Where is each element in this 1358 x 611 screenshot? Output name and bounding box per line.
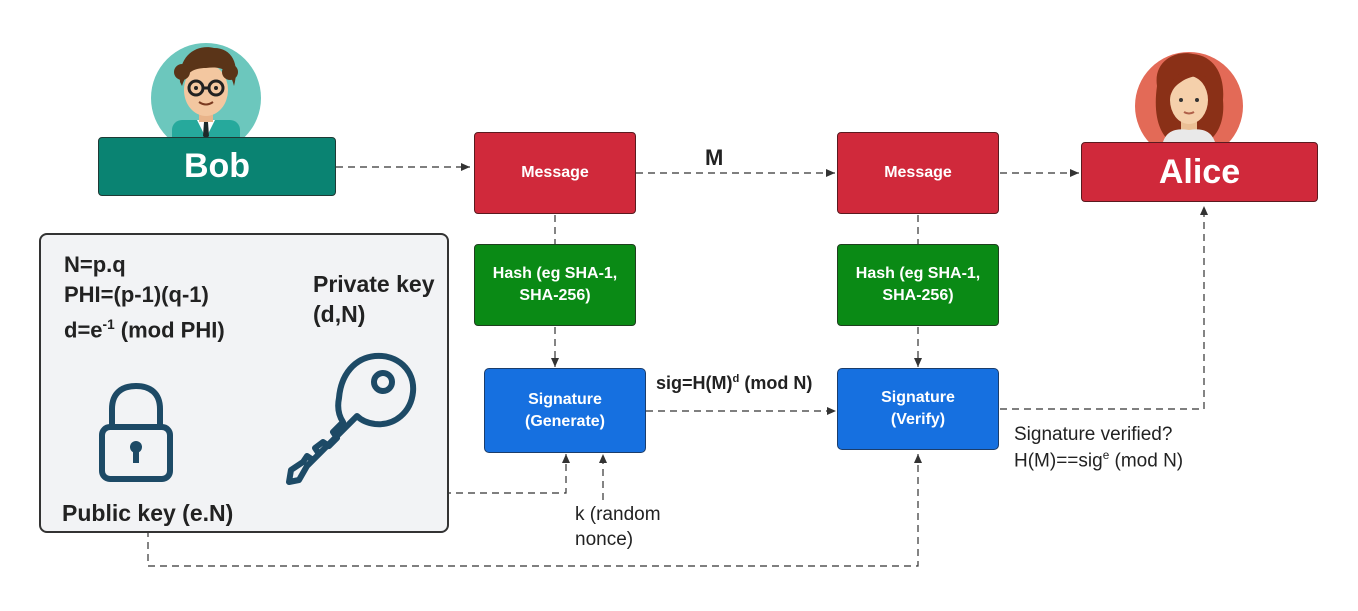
message-send-label: Message	[521, 164, 589, 181]
verify-formula-exp: e	[1102, 449, 1110, 462]
hash-send-node: Hash (eg SHA-1, SHA-256)	[474, 244, 636, 326]
bob-avatar-icon	[151, 43, 261, 137]
signature-verify-line1: Signature	[881, 389, 955, 406]
sig-formula-label: sig=H(M)d (mod N)	[656, 373, 812, 394]
verify-formula-label: H(M)==sige (mod N)	[1014, 449, 1183, 472]
signature-verify-line2: (Verify)	[890, 411, 946, 428]
sig-formula-rest: (mod N)	[739, 373, 813, 393]
verify-question-label: Signature verified?	[1014, 424, 1173, 445]
message-send-node: Message	[474, 132, 636, 214]
signature-generate-line1: Signature	[528, 390, 602, 408]
alice-avatar-icon	[1135, 52, 1243, 143]
d-formula: d=e-1 (mod PHI)	[64, 310, 225, 345]
public-key-label: Public key (e.N)	[62, 500, 234, 526]
padlock-icon	[99, 383, 173, 482]
verify-formula-base: H(M)==sig	[1014, 450, 1103, 472]
key-panel	[39, 233, 449, 533]
d-formula-rest: (mod PHI)	[114, 317, 225, 343]
signature-generate-line2: (Generate)	[524, 412, 606, 430]
sig-formula-exp: d	[732, 373, 740, 385]
nonce-label: k (random nonce)	[575, 504, 661, 550]
bob-label: Bob	[183, 147, 251, 185]
sig-formula-base: sig=H(M)	[656, 373, 733, 393]
private-key-label: Private key (d,N)	[313, 271, 435, 327]
d-formula-exp: -1	[102, 317, 115, 332]
message-edge-label: M	[705, 145, 724, 170]
n-formula: N=p.q	[64, 252, 126, 277]
signature-generate-node: Signature (Generate)	[484, 368, 646, 453]
hash-recv-node: Hash (eg SHA-1, SHA-256)	[837, 244, 999, 326]
hash-recv-label: Hash (eg SHA-1, SHA-256)	[855, 265, 981, 304]
verify-formula-rest: (mod N)	[1109, 450, 1184, 472]
message-recv-label: Message	[884, 164, 952, 181]
edge-verify-alice	[1000, 206, 1208, 410]
phi-formula: PHI=(p-1)(q-1)	[64, 282, 209, 307]
key-icon	[286, 352, 417, 485]
message-recv-node: Message	[837, 132, 999, 214]
alice-node: Alice	[1081, 142, 1318, 202]
hash-send-label: Hash (eg SHA-1, SHA-256)	[492, 265, 618, 304]
alice-label: Alice	[1158, 152, 1241, 191]
bob-node: Bob	[98, 137, 336, 196]
d-formula-base: d=e	[64, 317, 103, 343]
signature-verify-node: Signature (Verify)	[837, 368, 999, 450]
